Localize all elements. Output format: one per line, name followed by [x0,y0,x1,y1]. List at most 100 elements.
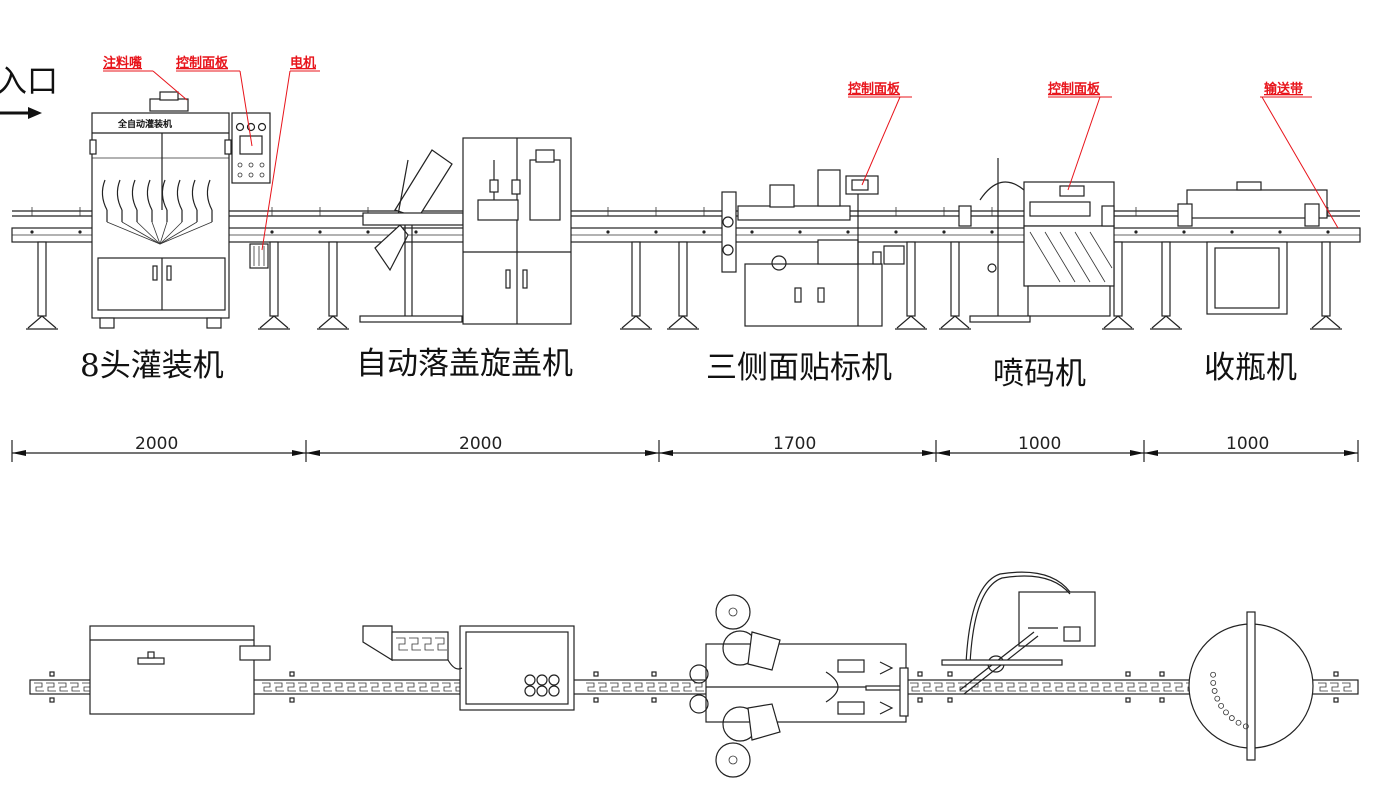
chain-link [1174,682,1184,692]
rail-bolt [990,230,994,234]
chain-link [1030,682,1040,692]
chain-link [1102,682,1112,692]
chain-link [658,682,668,692]
chain-link [82,682,92,692]
nozzle-hose [176,179,183,211]
rail-bolt [1278,230,1282,234]
chain-link [682,682,692,692]
leg-foot [1311,315,1341,329]
side-view: 全自动灌装机 [11,55,1361,392]
leg-foot [1151,315,1181,329]
rail-bolt [750,230,754,234]
dimension-arrow [659,450,673,456]
nozzle-hose [146,179,153,211]
chain-link [610,682,620,692]
rail-bolt [942,230,946,234]
conveyor-legs [26,241,1342,330]
leg-foot [896,315,926,329]
leg-foot [259,315,289,329]
chain-link [970,682,980,692]
machine-name-capper: 自动落盖旋盖机 [356,346,573,382]
chain-link [346,682,356,692]
bolt [593,697,599,703]
dimension-labeler: 1700 [773,434,816,454]
rail-bolt [318,230,322,234]
callout-control-panel-1: 控制面板 [176,55,229,71]
dimension-arrow [936,450,950,456]
turntable-hole [1214,695,1221,702]
bolt [1125,671,1131,677]
callout-control-panel-2: 控制面板 [848,81,901,97]
entry-arrow-icon [0,107,42,119]
plan-capper [362,625,575,711]
chain-link [394,682,404,692]
bolt [651,697,657,703]
chain-link [634,682,644,692]
chain-link [1078,682,1088,692]
chain-link [1054,682,1064,692]
rail-bolt [414,230,418,234]
chain-link [274,682,284,692]
callout-filling-nozzle: 注料嘴 [103,55,142,71]
chain-link [70,682,80,692]
chain-link [1138,682,1148,692]
plan-collector [1188,611,1314,761]
nozzle-line [121,221,161,245]
chain-link [598,682,608,692]
support-leg [328,241,338,317]
nozzle-hose [131,179,138,211]
chain-link [1162,682,1172,692]
chain-link [286,682,296,692]
rail-bolt [798,230,802,234]
dimension-arrow [12,450,26,456]
bolt [49,671,55,677]
nozzle-line [159,221,183,245]
chain-link [1018,682,1028,692]
bolt [289,671,295,677]
rail-bolt [894,230,898,234]
chain-link [430,682,440,692]
chain-link [670,682,680,692]
chain-link [358,682,368,692]
chain-link [946,682,956,692]
rail-bolt [30,230,34,234]
inkjet-coder [958,158,1115,323]
turntable-hole [1210,671,1217,678]
capping-machine [359,137,572,325]
rail-bolt [846,230,850,234]
labeling-machine [721,169,905,327]
bolt [947,671,953,677]
bolt [289,697,295,703]
chain-link [994,682,1004,692]
turntable-hole [1228,715,1235,721]
turntable-hole [1242,723,1249,730]
chain-link [46,682,56,692]
chain-link [922,682,932,692]
chain-link [406,682,416,692]
dimension-arrow [645,450,659,456]
entry-label: 入口 [0,64,58,100]
nozzle-line [106,221,161,245]
leg-foot [1103,315,1133,329]
support-leg [678,241,688,317]
bolt [947,697,953,703]
support-leg [37,241,47,317]
dimension-arrow [922,450,936,456]
capper-button-icon [536,674,548,686]
dimension-filler: 2000 [135,434,178,454]
nozzle-line [151,221,161,245]
chain-link [322,682,332,692]
support-leg [269,241,279,317]
chain-link [310,682,320,692]
rail-bolt [78,230,82,234]
nozzle-hose [116,179,123,211]
filling-machine: 全自动灌装机 [89,91,271,329]
leg-foot [668,315,698,329]
chain-link [418,682,428,692]
nozzle-line [136,221,161,245]
capper-button-icon [548,674,560,686]
leg-foot [621,315,651,329]
chain-link [298,682,308,692]
turntable-hole [1211,688,1218,694]
